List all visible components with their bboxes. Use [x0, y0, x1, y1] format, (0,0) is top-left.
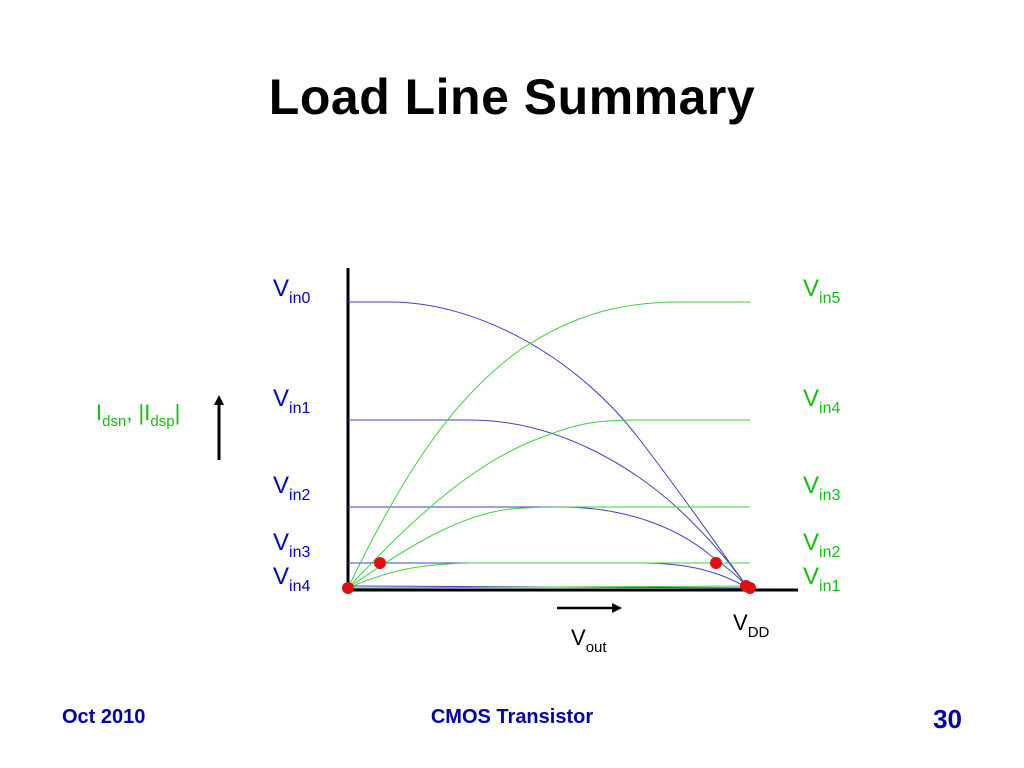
footer-course: CMOS Transistor — [430, 706, 594, 728]
pmos-label-1: Vin4 — [803, 385, 840, 417]
nmos-curve-1 — [348, 419, 749, 589]
current-label: Idsn, |Idsp| — [96, 400, 180, 430]
nmos-curve-2 — [348, 506, 749, 589]
pmos-curve-4 — [347, 585, 751, 589]
pmos-curve-0 — [347, 301, 750, 589]
vdd-label: VDD — [733, 610, 770, 641]
nmos-curve-3 — [348, 562, 749, 589]
nmos-label-2: Vin2 — [273, 472, 310, 504]
operating-point-1 — [374, 557, 386, 569]
nmos-curves — [347, 301, 749, 589]
operating-point-0 — [342, 582, 354, 594]
pmos-label-0: Vin5 — [803, 275, 840, 307]
pmos-curve-3 — [347, 562, 750, 589]
pmos-label-3: Vin2 — [803, 529, 840, 561]
operating-point-4 — [744, 582, 756, 594]
pmos-label-2: Vin3 — [803, 472, 840, 504]
pmos-curve-1 — [347, 419, 750, 589]
operating-points — [342, 557, 756, 594]
pmos-curves — [347, 301, 751, 589]
vout-label: Vout — [571, 625, 607, 656]
footer-page-number: 30 — [933, 704, 962, 734]
nmos-label-3: Vin3 — [273, 529, 310, 561]
pmos-label-4: Vin1 — [803, 563, 840, 595]
footer-date: Oct 2010 — [62, 706, 146, 728]
slide-title: Load Line Summary — [268, 69, 756, 125]
nmos-label-4: Vin4 — [273, 563, 310, 595]
pmos-curve-2 — [347, 506, 750, 589]
nmos-label-0: Vin0 — [273, 275, 310, 307]
nmos-curve-0 — [348, 301, 749, 589]
nmos-label-1: Vin1 — [273, 385, 310, 417]
operating-point-2 — [710, 557, 722, 569]
